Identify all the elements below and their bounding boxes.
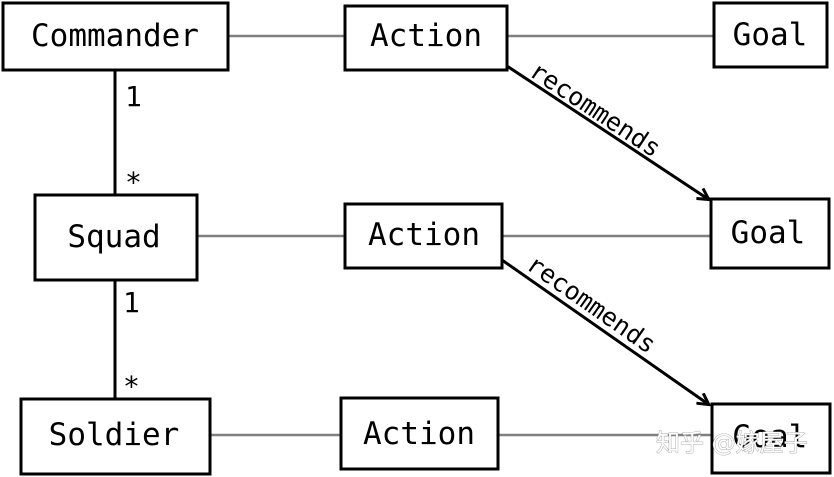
class-soldier: Soldier <box>19 397 212 476</box>
class-action-2-label: Action <box>368 217 480 253</box>
edge-label-recommends-1: recommends <box>525 56 667 163</box>
recommends-arrow-1 <box>506 64 708 199</box>
class-squad: Squad <box>33 193 199 282</box>
class-action-3: Action <box>339 396 500 471</box>
class-goal-3-label: Goal <box>733 419 808 455</box>
class-action-1: Action <box>343 4 509 72</box>
edge-label-recommends-2: recommends <box>522 249 662 359</box>
class-goal-2-label: Goal <box>731 215 806 251</box>
watermark: 知乎 @嫁屋子 <box>656 429 808 457</box>
class-goal-2: Goal <box>709 197 831 270</box>
class-commander-label: Commander <box>31 18 199 54</box>
multiplicity-squad-one: 1 <box>123 286 140 319</box>
multiplicity-squad-many: * <box>123 370 140 403</box>
class-goal-1-label: Goal <box>733 17 808 53</box>
class-squad-label: Squad <box>67 219 160 255</box>
multiplicity-commander-one: 1 <box>125 80 142 113</box>
class-action-3-label: Action <box>363 416 475 452</box>
multiplicity-commander-many: * <box>125 166 142 199</box>
class-goal-1: Goal <box>712 1 829 69</box>
class-commander: Commander <box>1 1 230 72</box>
class-action-1-label: Action <box>370 18 482 54</box>
class-goal-3: Goal <box>710 402 832 475</box>
recommends-arrow-2 <box>501 258 708 404</box>
class-soldier-label: Soldier <box>49 417 180 453</box>
class-action-2: Action <box>343 202 504 270</box>
